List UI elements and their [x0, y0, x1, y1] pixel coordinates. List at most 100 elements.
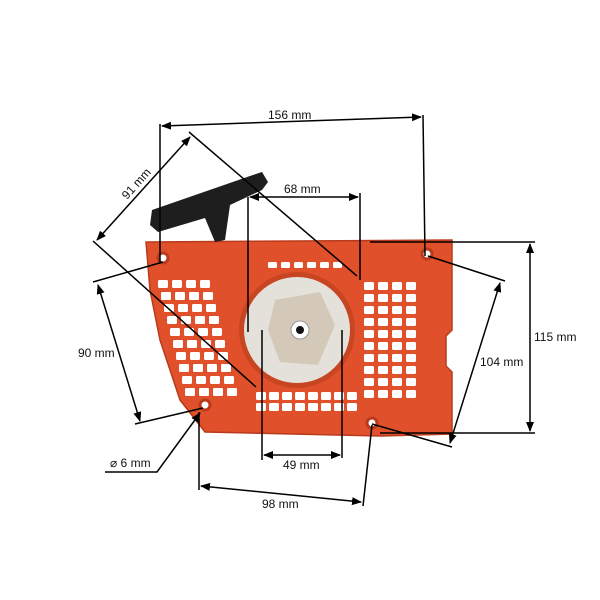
vent-slot: [199, 388, 209, 396]
vent-slot: [196, 376, 206, 384]
vent-slot: [210, 376, 220, 384]
dim-label-156: 156 mm: [268, 108, 311, 122]
vent-slot: [378, 378, 388, 386]
vent-slot: [378, 306, 388, 314]
vent-slot: [392, 342, 402, 350]
vent-slot: [347, 403, 357, 411]
vent-slot: [378, 330, 388, 338]
vent-slot: [364, 318, 374, 326]
vent-slot: [189, 292, 199, 300]
vent-slot: [178, 304, 188, 312]
vent-slot: [182, 376, 192, 384]
vent-slot: [173, 340, 183, 348]
pull-handle: [150, 172, 268, 242]
vent-slot: [321, 392, 331, 400]
vent-slot: [268, 262, 277, 268]
vent-slot: [320, 262, 329, 268]
vent-slot: [406, 342, 416, 350]
vent-slot: [200, 280, 210, 288]
vent-slot: [181, 316, 191, 324]
vent-slot: [347, 392, 357, 400]
vent-slot: [186, 280, 196, 288]
vent-slot: [282, 392, 292, 400]
dimension-lines: [92, 113, 535, 507]
vent-slot: [281, 262, 290, 268]
vent-slot: [213, 388, 223, 396]
vent-slot: [307, 262, 316, 268]
vent-slot: [190, 352, 200, 360]
dim-label-90: 90 mm: [78, 346, 115, 360]
vent-slot: [224, 376, 234, 384]
vent-slot: [172, 280, 182, 288]
vent-slot: [295, 403, 305, 411]
vent-slot: [204, 352, 214, 360]
vent-slot: [392, 354, 402, 362]
vent-slot: [206, 304, 216, 312]
dim-label-98: 98 mm: [262, 497, 299, 511]
vent-slot: [378, 366, 388, 374]
vent-slot: [406, 318, 416, 326]
vent-slot: [378, 390, 388, 398]
dim-label-6: ⌀ 6 mm: [110, 456, 151, 470]
vent-slot: [378, 282, 388, 290]
vent-slot: [170, 328, 180, 336]
vent-slot: [207, 364, 217, 372]
vent-slot: [176, 352, 186, 360]
vent-slot: [392, 330, 402, 338]
vent-slot: [364, 306, 374, 314]
dim-label-115: 115 mm: [534, 330, 576, 344]
vent-slot: [392, 294, 402, 302]
vent-slot: [179, 364, 189, 372]
vent-slot: [392, 390, 402, 398]
vent-slot: [392, 306, 402, 314]
vent-slot: [364, 330, 374, 338]
vent-slot: [406, 378, 416, 386]
vent-slot: [218, 352, 228, 360]
vent-slot: [378, 294, 388, 302]
vent-slot: [378, 342, 388, 350]
vent-slot: [201, 340, 211, 348]
vent-slot: [392, 282, 402, 290]
vent-slot: [406, 282, 416, 290]
vent-slot: [282, 403, 292, 411]
vent-slot: [227, 388, 237, 396]
pulley-shaft: [296, 326, 304, 334]
vent-slot: [308, 403, 318, 411]
vent-slot: [364, 342, 374, 350]
vent-slot: [195, 316, 205, 324]
vent-slot: [175, 292, 185, 300]
vent-slot: [406, 306, 416, 314]
vent-slot: [161, 292, 171, 300]
vent-slot: [256, 392, 266, 400]
vent-slot: [378, 318, 388, 326]
vent-slot: [269, 403, 279, 411]
vent-slot: [406, 330, 416, 338]
vent-slot: [406, 294, 416, 302]
vent-slot: [294, 262, 303, 268]
vent-slot: [203, 292, 213, 300]
vent-slot: [158, 280, 168, 288]
starter-housing: [145, 239, 453, 437]
vent-slot: [192, 304, 202, 312]
vent-slot: [321, 403, 331, 411]
vent-slot: [209, 316, 219, 324]
vent-slot: [187, 340, 197, 348]
dim-label-49: 49 mm: [283, 458, 320, 472]
vent-slot: [392, 366, 402, 374]
dim-label-104: 104 mm: [480, 355, 523, 369]
vent-slot: [185, 388, 195, 396]
vent-slot: [333, 262, 342, 268]
vent-slot: [364, 294, 374, 302]
vent-slot: [364, 366, 374, 374]
vent-slot: [221, 364, 231, 372]
vent-slot: [406, 366, 416, 374]
vent-slot: [364, 282, 374, 290]
vent-slot: [378, 354, 388, 362]
vent-slot: [406, 354, 416, 362]
dim-label-68: 68 mm: [284, 182, 321, 196]
vent-slot: [392, 378, 402, 386]
vent-slot: [364, 354, 374, 362]
vent-slot: [212, 328, 222, 336]
